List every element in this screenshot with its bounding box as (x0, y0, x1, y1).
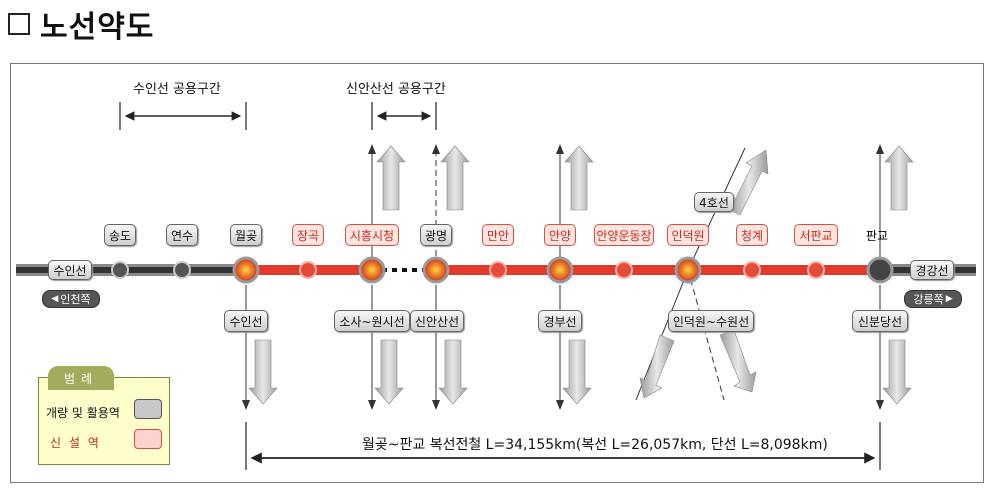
station-label-seopangyo: 서판교 (794, 224, 838, 246)
left-line-label: 수인선 (48, 260, 92, 280)
direction-arrows-down (248, 329, 912, 405)
station-label-manan: 만안 (482, 224, 514, 246)
legend-existing-swatch (134, 399, 162, 419)
right-direction-text: 강릉쪽 (913, 293, 944, 306)
station-label-anyang-stadium: 안양운동장 (594, 224, 654, 246)
right-direction-label: 강릉쪽 ▶ (904, 290, 962, 308)
total-length-label: 월곶~판교 복선전철 L=34,155km(복선 L=26,057km, 단선 … (356, 434, 834, 454)
station-label-songdo: 송도 (104, 224, 136, 246)
station-label-gwangmyeong: 광명 (420, 224, 452, 246)
branch-line4-label: 4호선 (694, 192, 734, 212)
station-label-janggok: 장곡 (292, 224, 324, 246)
legend-existing-label: 개량 및 활용역 (46, 406, 120, 420)
legend-box (38, 377, 170, 465)
span-suin-arrow (119, 102, 247, 130)
station-label-yeonsu: 연수 (166, 224, 198, 246)
station-label-wolgot: 월곶 (230, 224, 262, 246)
station-label-anyang: 안양 (544, 224, 576, 246)
total-length-arrow (245, 422, 881, 470)
connection-label-sinbundang: 신분당선 (852, 310, 908, 332)
span-sinansan-label: 신안산선 공용구간 (346, 82, 446, 97)
span-sinansan-arrow (371, 102, 437, 130)
legend-new-label: 신 설 역 (50, 436, 101, 450)
left-direction-text: 인천쪽 (60, 293, 91, 306)
station-markers (111, 256, 894, 284)
checkbox-bullet-icon (8, 13, 30, 35)
legend-title: 범례 (48, 366, 114, 390)
right-direction-icon: ▶ (945, 294, 953, 304)
page-title: 노선약도 (8, 4, 155, 45)
span-suin-label: 수인선 공용구간 (133, 82, 221, 97)
station-label-cheonggye: 청계 (736, 224, 768, 246)
connection-arrowheads (242, 144, 884, 410)
connection-label-indeogwon-suwon: 인덕원~수원선 (668, 310, 754, 332)
legend-new-swatch (134, 429, 162, 449)
station-label-indeogwon: 인덕원 (667, 224, 709, 246)
left-direction-label: ◀ 인천쪽 (42, 290, 100, 308)
direction-arrows-up (376, 145, 914, 216)
connection-label-suin: 수인선 (224, 310, 268, 332)
station-label-siheung-cityhall: 시흥시청 (345, 224, 399, 246)
station-label-pangyo: 판교 (866, 229, 889, 243)
right-line-label: 경강선 (910, 260, 954, 280)
title-text: 노선약도 (40, 10, 155, 45)
connection-label-sinansan: 신안산선 (410, 310, 464, 332)
connection-label-sosa-wonsi: 소사~원시선 (334, 310, 410, 332)
left-direction-icon: ◀ (51, 294, 59, 304)
connection-label-gyeongbu: 경부선 (538, 310, 582, 332)
